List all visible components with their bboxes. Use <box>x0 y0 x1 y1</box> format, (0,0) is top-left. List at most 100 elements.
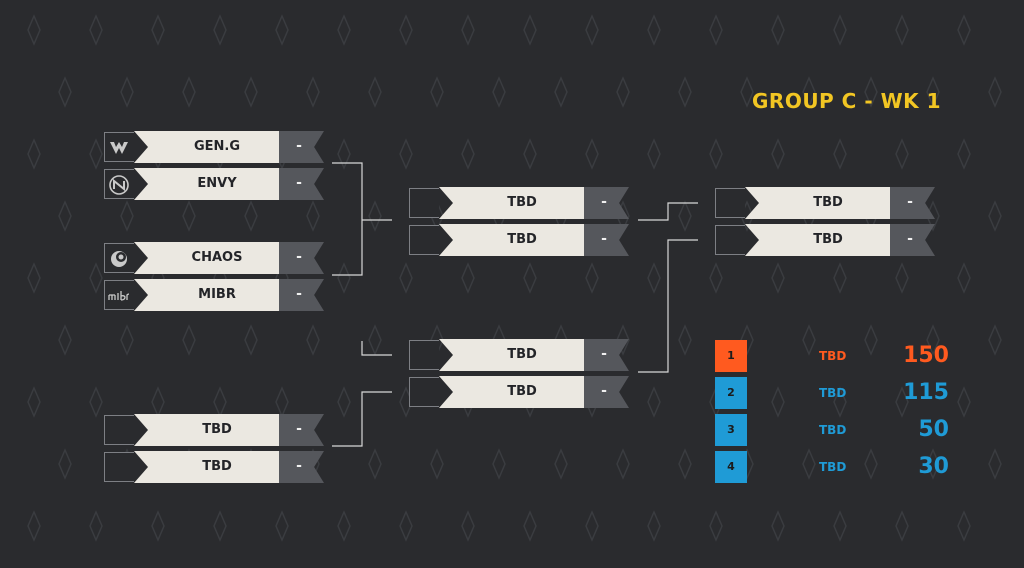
r1-match2-team2-slot[interactable]: MIBR - <box>104 279 324 311</box>
standing-points: 115 <box>903 380 949 405</box>
background-diamond-icon <box>523 262 537 294</box>
background-diamond-icon <box>368 324 382 356</box>
background-diamond-icon <box>895 386 909 418</box>
r1-match3-team1-slot[interactable]: TBD - <box>104 414 324 446</box>
background-diamond-icon <box>833 14 847 46</box>
team-name: TBD <box>134 451 294 483</box>
background-diamond-icon <box>585 262 599 294</box>
team-name: MIBR <box>134 279 294 311</box>
background-diamond-icon <box>368 448 382 480</box>
background-diamond-icon <box>771 386 785 418</box>
background-diamond-icon <box>89 14 103 46</box>
team-score: - <box>296 458 302 474</box>
final-team2-slot[interactable]: TBD - <box>715 224 935 256</box>
background-diamond-icon <box>182 324 196 356</box>
team-name: ENVY <box>134 168 294 200</box>
team-name: CHAOS <box>134 242 294 274</box>
background-diamond-icon <box>337 510 351 542</box>
background-diamond-icon <box>616 324 630 356</box>
team-score: - <box>296 249 302 265</box>
background-diamond-icon <box>957 510 971 542</box>
r2-match1-team2-slot[interactable]: TBD - <box>409 224 629 256</box>
placeholder-logo-icon <box>409 340 439 370</box>
final-team1-slot[interactable]: TBD - <box>715 187 935 219</box>
placeholder-logo-icon <box>409 188 439 218</box>
team-name: TBD <box>439 224 599 256</box>
background-diamond-icon <box>306 200 320 232</box>
background-diamond-icon <box>461 14 475 46</box>
standing-row-4: 4 TBD 30 <box>715 451 949 483</box>
background-diamond-icon <box>275 510 289 542</box>
standing-points: 150 <box>903 343 949 368</box>
background-diamond-icon <box>833 510 847 542</box>
standing-points: 50 <box>918 417 949 442</box>
background-diamond-icon <box>647 510 661 542</box>
team-score: - <box>296 421 302 437</box>
background-diamond-icon <box>58 324 72 356</box>
background-diamond-icon <box>368 200 382 232</box>
background-diamond-icon <box>585 138 599 170</box>
background-diamond-icon <box>430 76 444 108</box>
team-score: - <box>601 231 607 247</box>
r1-match1-team1-slot[interactable]: GEN.G - <box>104 131 324 163</box>
r2-match1-team1-slot[interactable]: TBD - <box>409 187 629 219</box>
background-diamond-icon <box>771 14 785 46</box>
rank-badge: 4 <box>715 451 747 483</box>
standing-row-1: 1 TBD 150 <box>715 340 949 372</box>
background-diamond-icon <box>678 76 692 108</box>
background-diamond-icon <box>399 262 413 294</box>
team-score: - <box>296 286 302 302</box>
background-diamond-icon <box>337 138 351 170</box>
background-diamond-icon <box>709 262 723 294</box>
background-diamond-icon <box>833 138 847 170</box>
envy-logo-icon <box>104 169 134 199</box>
r1-match1-team2-slot[interactable]: ENVY - <box>104 168 324 200</box>
background-diamond-icon <box>89 138 103 170</box>
team-name: GEN.G <box>134 131 294 163</box>
background-diamond-icon <box>647 138 661 170</box>
background-diamond-icon <box>27 262 41 294</box>
background-diamond-icon <box>926 76 940 108</box>
background-diamond-icon <box>895 510 909 542</box>
background-diamond-icon <box>368 76 382 108</box>
rank-badge: 1 <box>715 340 747 372</box>
background-diamond-icon <box>957 386 971 418</box>
team-name: TBD <box>134 414 294 446</box>
background-diamond-icon <box>461 138 475 170</box>
background-diamond-icon <box>337 14 351 46</box>
background-diamond-icon <box>120 200 134 232</box>
standing-row-3: 3 TBD 50 <box>715 414 949 446</box>
team-score: - <box>907 194 913 210</box>
background-diamond-icon <box>182 200 196 232</box>
r1-match2-team1-slot[interactable]: CHAOS - <box>104 242 324 274</box>
team-score: - <box>296 138 302 154</box>
standing-points: 30 <box>918 454 949 479</box>
standing-team: TBD <box>819 349 847 363</box>
team-score: - <box>296 175 302 191</box>
background-diamond-icon <box>988 200 1002 232</box>
background-diamond-icon <box>833 262 847 294</box>
r2-match2-team2-slot[interactable]: TBD - <box>409 376 629 408</box>
background-diamond-icon <box>895 262 909 294</box>
background-diamond-icon <box>275 14 289 46</box>
background-diamond-icon <box>895 138 909 170</box>
background-diamond-icon <box>957 14 971 46</box>
background-diamond-icon <box>988 76 1002 108</box>
background-diamond-icon <box>244 324 258 356</box>
group-title: GROUP C - WK 1 <box>752 89 942 113</box>
background-diamond-icon <box>554 448 568 480</box>
background-diamond-icon <box>399 14 413 46</box>
background-diamond-icon <box>120 324 134 356</box>
background-diamond-icon <box>585 14 599 46</box>
r2-match2-team1-slot[interactable]: TBD - <box>409 339 629 371</box>
background-diamond-icon <box>151 510 165 542</box>
background-diamond-icon <box>957 262 971 294</box>
background-diamond-icon <box>461 262 475 294</box>
background-diamond-icon <box>988 324 1002 356</box>
r1-match3-team2-slot[interactable]: TBD - <box>104 451 324 483</box>
background-diamond-icon <box>399 510 413 542</box>
rank-badge: 3 <box>715 414 747 446</box>
chaos-logo-icon <box>104 243 134 273</box>
team-score: - <box>601 194 607 210</box>
